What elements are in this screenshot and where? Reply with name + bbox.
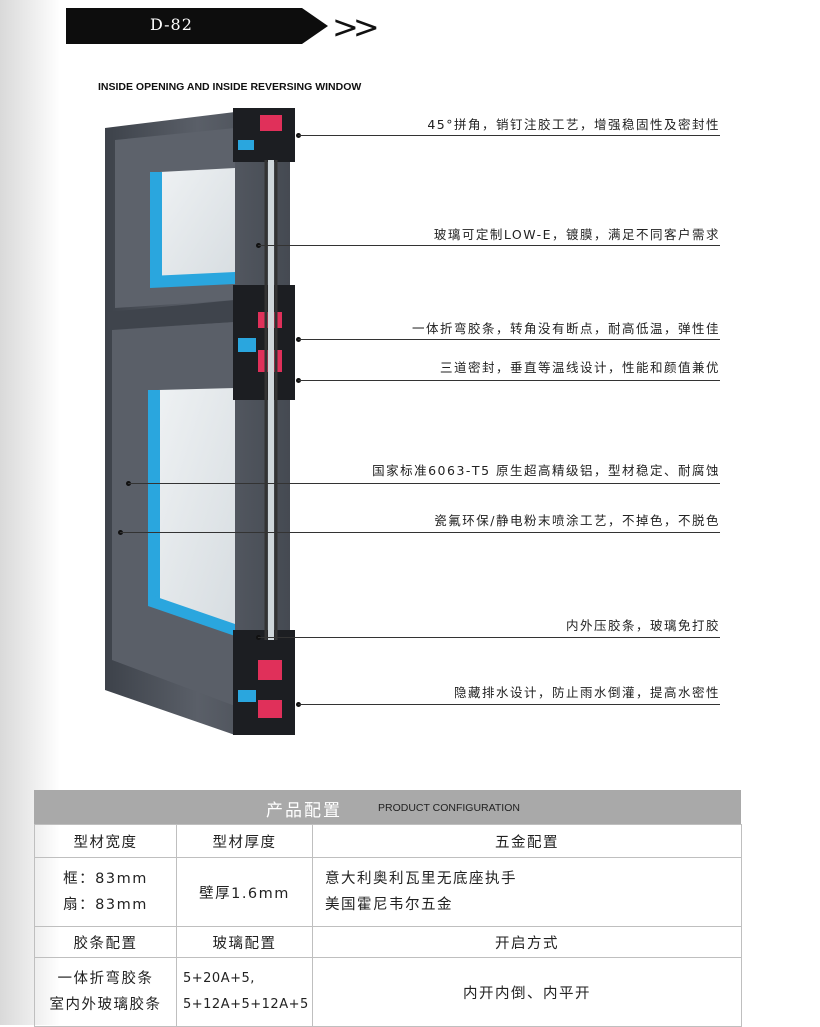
callout-line bbox=[298, 339, 720, 340]
feature-3: 一体折弯胶条，转角没有断点，耐高低温，弹性佳 bbox=[411, 321, 720, 336]
cell-profile-thickness: 壁厚1.6mm bbox=[176, 857, 313, 927]
glass-1: 5+20A+5, bbox=[183, 971, 255, 986]
profile-top-blue bbox=[238, 140, 254, 150]
cell-profile-width: 框：83mm 扇：83mm bbox=[34, 857, 177, 927]
cell-opening: 内开内倒、内平开 bbox=[312, 957, 742, 1027]
sash-width: 扇：83mm bbox=[63, 897, 148, 913]
callout-line bbox=[120, 532, 720, 533]
gasket-2: 室内外玻璃胶条 bbox=[49, 997, 162, 1013]
config-table: 型材宽度 型材厚度 五金配置 框：83mm 扇：83mm 壁厚1.6mm 意大利… bbox=[34, 824, 742, 1027]
callout-line bbox=[298, 135, 720, 136]
feature-4: 三道密封，垂直等温线设计，性能和颜值兼优 bbox=[439, 360, 720, 375]
callout-line bbox=[258, 245, 720, 246]
lower-blue-gasket-bottom bbox=[148, 594, 235, 636]
frame-width: 框：83mm bbox=[63, 871, 148, 887]
cell-glass: 5+20A+5, 5+12A+5+12A+5 bbox=[176, 957, 313, 1027]
callout-line bbox=[128, 483, 720, 484]
gasket-1: 一体折弯胶条 bbox=[57, 971, 154, 987]
upper-blue-gasket-bottom bbox=[150, 272, 235, 288]
header-hardware: 五金配置 bbox=[312, 824, 742, 858]
callout-line bbox=[298, 380, 720, 381]
cell-hardware: 意大利奥利瓦里无底座执手 美国霍尼韦尔五金 bbox=[312, 857, 742, 927]
profile-bottom-red1 bbox=[258, 660, 282, 680]
cell-gasket: 一体折弯胶条 室内外玻璃胶条 bbox=[34, 957, 177, 1027]
feature-2: 玻璃可定制LOW-E，镀膜，满足不同客户需求 bbox=[433, 227, 720, 242]
hardware-brand: 美国霍尼韦尔五金 bbox=[325, 897, 453, 913]
feature-1: 45°拼角，销钉注胶工艺，增强稳固性及密封性 bbox=[427, 117, 720, 132]
config-title-cn: 产品配置 bbox=[266, 801, 342, 821]
transom bbox=[108, 300, 235, 330]
header-profile-thickness: 型材厚度 bbox=[176, 824, 313, 858]
feature-8: 隐藏排水设计，防止雨水倒灌，提高水密性 bbox=[453, 685, 720, 700]
profile-bottom-red2 bbox=[258, 700, 282, 718]
profile-top-red bbox=[260, 115, 282, 131]
model-banner bbox=[66, 8, 328, 44]
upper-blue-gasket bbox=[150, 172, 162, 282]
feature-6: 瓷氟环保/静电粉末喷涂工艺，不掉色，不脱色 bbox=[434, 513, 720, 528]
callout-line bbox=[298, 704, 720, 705]
table-row: 型材宽度 型材厚度 五金配置 bbox=[34, 824, 742, 858]
table-row: 框：83mm 扇：83mm 壁厚1.6mm 意大利奥利瓦里无底座执手 美国霍尼韦… bbox=[34, 857, 742, 927]
callout-line bbox=[258, 637, 720, 638]
table-row: 胶条配置 玻璃配置 开启方式 bbox=[34, 926, 742, 958]
hardware-handle: 意大利奥利瓦里无底座执手 bbox=[325, 871, 517, 887]
header-opening: 开启方式 bbox=[312, 926, 742, 958]
feature-5: 国家标准6063-T5 原生超高精级铝，型材稳定、耐腐蚀 bbox=[372, 463, 720, 478]
model-name: D-82 bbox=[150, 15, 193, 34]
config-title-en: PRODUCT CONFIGURATION bbox=[378, 802, 520, 814]
config-header: 产品配置 PRODUCT CONFIGURATION bbox=[34, 790, 741, 824]
lower-glass bbox=[158, 388, 235, 625]
header-glass: 玻璃配置 bbox=[176, 926, 313, 958]
window-type-subtitle: INSIDE OPENING AND INSIDE REVERSING WIND… bbox=[98, 81, 362, 93]
upper-glass bbox=[160, 168, 235, 282]
arrows-icon: >> bbox=[332, 8, 380, 46]
profile-mid-blue bbox=[238, 338, 256, 352]
window-illustration bbox=[105, 108, 295, 735]
header-gasket: 胶条配置 bbox=[34, 926, 177, 958]
table-row: 一体折弯胶条 室内外玻璃胶条 5+20A+5, 5+12A+5+12A+5 内开… bbox=[34, 957, 742, 1027]
glass-cavity bbox=[268, 160, 274, 640]
profile-bottom bbox=[233, 630, 295, 735]
header-profile-width: 型材宽度 bbox=[34, 824, 177, 858]
lower-blue-gasket-left bbox=[148, 390, 160, 600]
glass-2: 5+12A+5+12A+5 bbox=[183, 997, 309, 1012]
profile-bottom-blue bbox=[238, 690, 256, 702]
feature-7: 内外压胶条，玻璃免打胶 bbox=[565, 618, 720, 633]
